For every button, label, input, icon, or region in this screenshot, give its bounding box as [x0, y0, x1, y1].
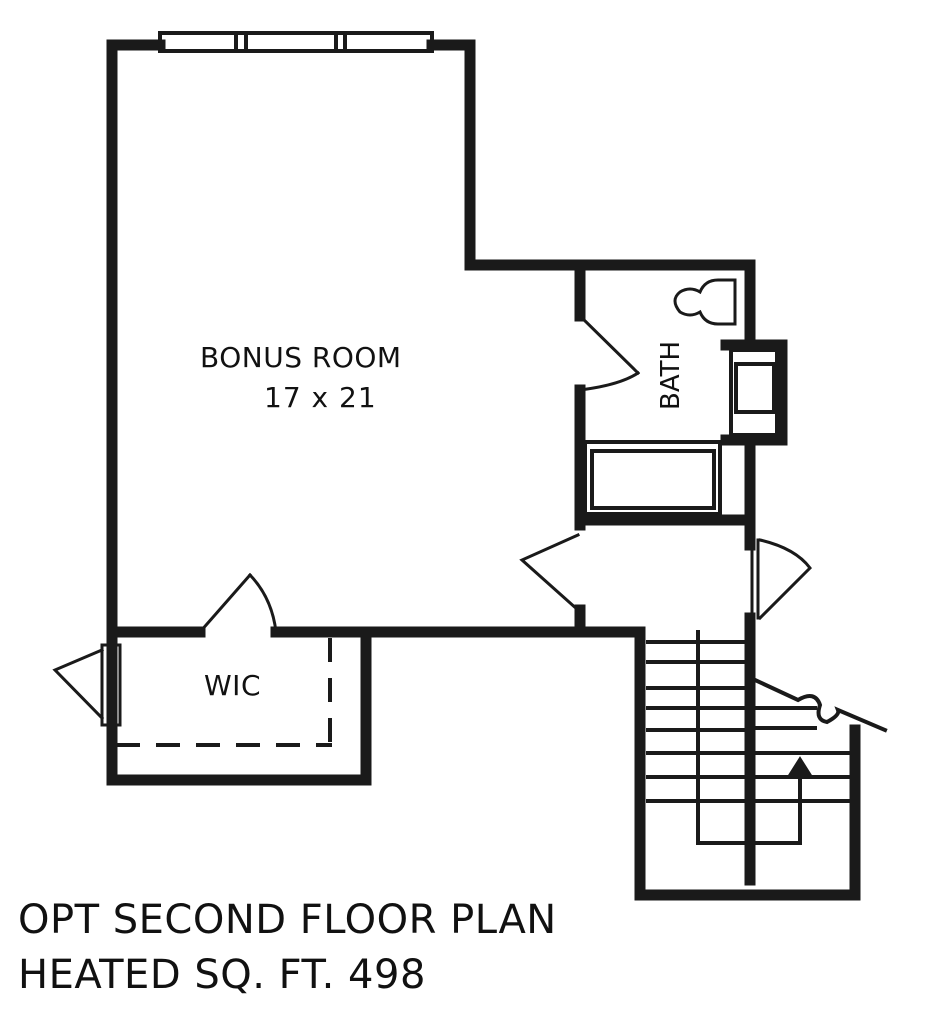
- stair-break-line: [752, 677, 888, 733]
- wic-exterior-door: [52, 643, 122, 727]
- wic-shelf-dashed: [116, 638, 332, 747]
- bonus-room-walls: [106, 39, 756, 786]
- hall-door-left: [519, 533, 581, 613]
- stair-up-arrow-icon: [786, 756, 814, 778]
- stair-treads: [646, 630, 850, 845]
- tub-fixture: [583, 440, 722, 516]
- top-window: [158, 31, 434, 53]
- wic-room-name: WIC: [204, 669, 261, 702]
- bonus-room-dimensions: 17 x 21: [264, 381, 377, 414]
- toilet-fixture: [673, 278, 737, 326]
- hall-door-right: [750, 538, 812, 621]
- bonus-room-name: BONUS ROOM: [200, 341, 402, 374]
- bath-window: [729, 348, 779, 437]
- bath-door: [577, 313, 641, 392]
- bath-room-name: BATH: [656, 340, 686, 410]
- heated-area-label: HEATED SQ. FT. 498: [18, 952, 426, 998]
- wic-door: [197, 572, 278, 635]
- plan-title: OPT SECOND FLOOR PLAN: [18, 897, 557, 943]
- bath-walls: [574, 259, 788, 638]
